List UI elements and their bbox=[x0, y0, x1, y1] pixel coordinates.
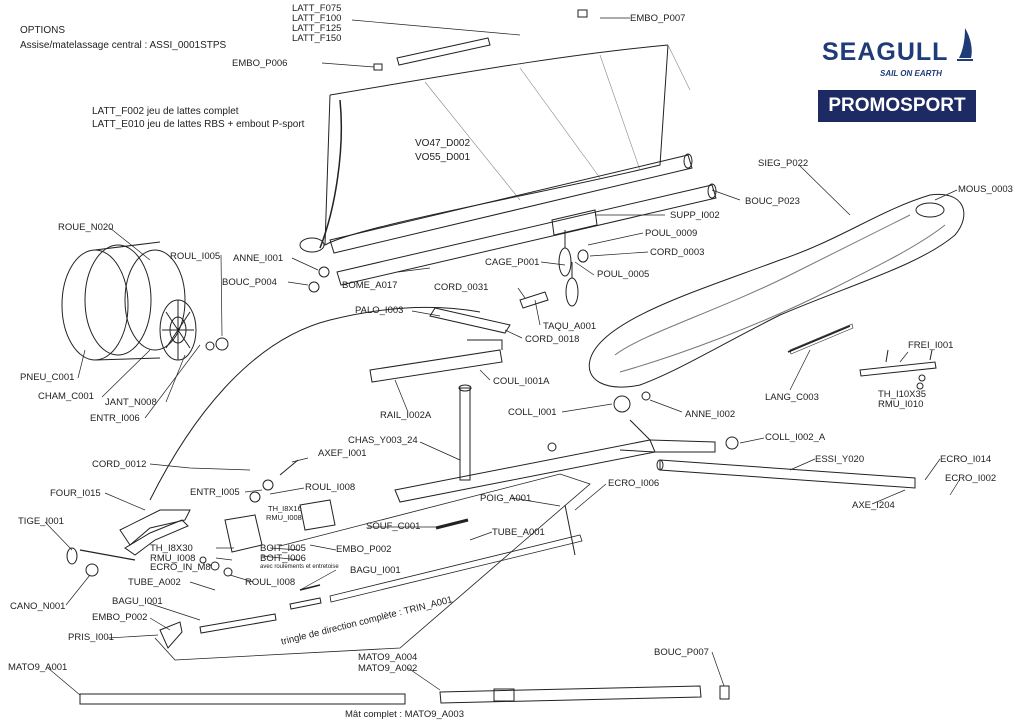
options-line: Assise/matelassage central : ASSI_0001ST… bbox=[20, 40, 227, 51]
label-supp-i002: SUPP_I002 bbox=[670, 210, 720, 221]
label-jant-n008: JANT_N008 bbox=[105, 397, 157, 408]
label-mato9-a003: Mât complet : MATO9_A003 bbox=[345, 709, 464, 720]
label-th-i8x16: TH_I8X16 bbox=[268, 504, 302, 513]
label-bouc-p023: BOUC_P023 bbox=[745, 196, 800, 207]
label-bouc-p007: BOUC_P007 bbox=[654, 647, 709, 658]
note-battens-1: LATT_F002 jeu de lattes complet bbox=[92, 106, 239, 117]
label-roul-i005: ROUL_I005 bbox=[170, 251, 221, 262]
label-entr-i006: ENTR_I006 bbox=[90, 413, 140, 424]
label-latt-f150: LATT_F150 bbox=[292, 33, 342, 44]
label-boit-i006: BOIT_I006 bbox=[260, 553, 306, 564]
label-roul-i008-a: ROUL_I008 bbox=[305, 482, 356, 493]
label-entr-i005: ENTR_I005 bbox=[190, 487, 240, 498]
dealer-badge: PROMOSPORT bbox=[818, 90, 976, 122]
label-latt-f125: LATT_F125 bbox=[292, 23, 342, 34]
label-anne-i002: ANNE_I002 bbox=[685, 409, 736, 420]
pulley-drawing bbox=[308, 230, 589, 309]
note-sail-1: VO47_D002 bbox=[415, 138, 471, 149]
label-ecro-i006: ECRO_I006 bbox=[608, 478, 660, 489]
label-sieg-p022: SIEG_P022 bbox=[758, 158, 809, 169]
brand-tagline: SAIL ON EARTH bbox=[880, 69, 942, 78]
wheel-drawing bbox=[61, 241, 229, 361]
label-pris-i001: PRIS_I001 bbox=[68, 632, 114, 643]
seat-drawing bbox=[588, 193, 965, 388]
fork-drawing bbox=[66, 459, 336, 577]
label-cage-p001: CAGE_P001 bbox=[485, 257, 540, 268]
label-mato9-a001: MATO9_A001 bbox=[8, 662, 68, 673]
label-boit-i005: BOIT_I005 bbox=[260, 543, 306, 554]
note-battens-2: LATT_E010 jeu de lattes RBS + embout P-s… bbox=[92, 119, 305, 130]
label-mous-0003: MOUS_0003 bbox=[958, 184, 1013, 195]
label-palo-i003: PALO_I003 bbox=[355, 305, 404, 316]
label-bouc-p004: BOUC_P004 bbox=[222, 277, 277, 288]
label-essi-y020: ESSI_Y020 bbox=[815, 454, 865, 465]
label-coll-i001: COLL_I001 bbox=[508, 407, 557, 418]
label-embo-p002-b: EMBO_P002 bbox=[92, 612, 148, 623]
batten-drawing bbox=[373, 9, 588, 71]
label-roue-n020: ROUE_N020 bbox=[58, 222, 114, 233]
label-mato9-a004: MATO9_A004 bbox=[358, 652, 418, 663]
label-axe-i204: AXE_I204 bbox=[852, 500, 895, 511]
note-handling: avec roulements et entretoise bbox=[260, 564, 339, 570]
label-cord-0003: CORD_0003 bbox=[650, 247, 705, 258]
sail-drawing bbox=[299, 44, 691, 253]
label-cham-c001: CHAM_C001 bbox=[38, 391, 94, 402]
label-th-i10x35: TH_I10X35 bbox=[878, 389, 927, 400]
mast-drawing bbox=[79, 685, 730, 705]
label-rmu-i008-b: RMU_I008 bbox=[150, 553, 196, 564]
label-lang-c003: LANG_C003 bbox=[765, 392, 819, 403]
note-sail-2: VO55_D001 bbox=[415, 152, 471, 163]
label-embo-p002-a: EMBO_P002 bbox=[336, 544, 392, 555]
label-coul-i001a: COUL_I001A bbox=[493, 376, 550, 387]
label-bagu-i001-a: BAGU_I001 bbox=[350, 565, 401, 576]
label-four-i015: FOUR_I015 bbox=[50, 488, 101, 499]
label-coll-i002-a: COLL_I002_A bbox=[765, 432, 826, 443]
label-anne-i001: ANNE_I001 bbox=[233, 253, 284, 264]
label-bome-a017: BOME_A017 bbox=[342, 280, 398, 291]
label-rmu-i008-a: RMU_I008 bbox=[266, 513, 302, 522]
label-bagu-i001-b: BAGU_I001 bbox=[112, 596, 163, 607]
label-rmu-i010: RMU_I010 bbox=[878, 399, 924, 410]
label-cano-n001: CANO_N001 bbox=[10, 601, 66, 612]
brand-name: SEAGULL bbox=[822, 38, 949, 66]
label-poul-0009: POUL_0009 bbox=[645, 228, 698, 239]
label-cord-0018: CORD_0018 bbox=[525, 334, 580, 345]
label-latt-f075: LATT_F075 bbox=[292, 3, 342, 14]
label-ecro-i002: ECRO_I002 bbox=[945, 473, 997, 484]
label-tige-i001: TIGE_I001 bbox=[18, 516, 64, 527]
label-embo-p007: EMBO_P007 bbox=[630, 13, 686, 24]
label-mato9-a002: MATO9_A002 bbox=[358, 663, 418, 674]
leader-lines bbox=[44, 17, 961, 696]
label-axef-i001: AXEF_I001 bbox=[318, 448, 367, 459]
label-th-i8x30: TH_I8X30 bbox=[150, 543, 193, 554]
sail-logo-icon bbox=[957, 28, 973, 61]
label-chas-y003-24: CHAS_Y003_24 bbox=[348, 435, 418, 446]
control-line bbox=[149, 306, 481, 501]
options-title: OPTIONS bbox=[20, 25, 66, 36]
label-frei-i001: FREI_I001 bbox=[908, 340, 954, 351]
label-ecro-i014: ECRO_I014 bbox=[940, 454, 992, 465]
label-cord-0012: CORD_0012 bbox=[92, 459, 147, 470]
label-latt-f100: LATT_F100 bbox=[292, 13, 342, 24]
label-ecro-in-m8: ECRO_IN_M8 bbox=[150, 562, 211, 573]
label-rail-i002a: RAIL_I002A bbox=[380, 410, 432, 421]
label-roul-i008-b: ROUL_I008 bbox=[245, 577, 296, 588]
label-poul-0005: POUL_0005 bbox=[597, 269, 650, 280]
steering-outline bbox=[154, 473, 591, 661]
label-tube-a001: TUBE_A001 bbox=[492, 527, 545, 538]
label-souf-c001: SOUF_C001 bbox=[366, 521, 421, 532]
label-poig-a001: POIG_A001 bbox=[480, 493, 532, 504]
label-cord-0031: CORD_0031 bbox=[434, 282, 489, 293]
chassis-drawing bbox=[369, 307, 916, 503]
steering-rod-drawing bbox=[159, 504, 583, 649]
boom-drawing bbox=[329, 153, 717, 286]
brake-drawing bbox=[859, 349, 937, 390]
label-taqu-a001: TAQU_A001 bbox=[543, 321, 597, 332]
label-pneu-c001: PNEU_C001 bbox=[20, 372, 75, 383]
label-embo-p006: EMBO_P006 bbox=[232, 58, 288, 69]
label-tube-a002: TUBE_A002 bbox=[128, 577, 181, 588]
